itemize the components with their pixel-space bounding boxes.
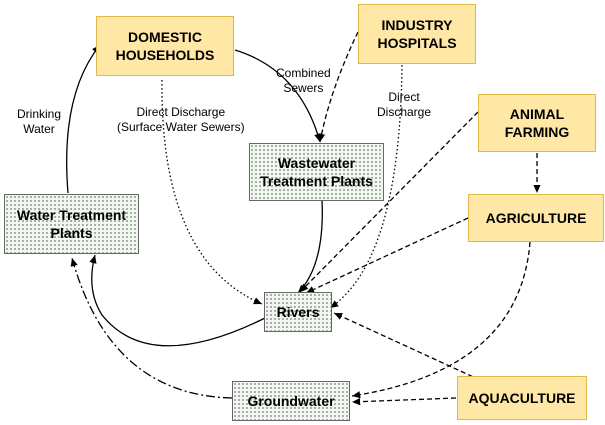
node-groundwater: Groundwater [232,381,350,421]
edge-domestic-to-wwtp [234,49,322,143]
node-water-treatment-plants: Water Treatment Plants [4,194,139,254]
node-animal-farming: ANIMAL FARMING [478,94,596,152]
label-direct-discharge-surface-line1: Direct Discharge [136,105,226,119]
node-animal-line2: FARMING [504,124,570,140]
edge-rivers-to-watertreatment [89,254,266,347]
node-wastewater-treatment-plants: Wastewater Treatment Plants [249,143,384,201]
node-domestic-line1: DOMESTIC [128,29,202,45]
label-drinking-water-line2: Water [23,122,55,136]
edge-wwtp-to-rivers [297,199,323,294]
edge-domestic-to-rivers-dotted [161,79,263,305]
label-drinking-water-line1: Drinking [17,107,62,121]
label-direct-discharge: Direct Discharge [377,90,431,120]
node-agriculture: AGRICULTURE [468,194,604,242]
label-combined-sewers: Combined Sewers [276,66,331,96]
node-wwtp-line2: Treatment Plants [260,173,373,189]
node-animal-line1: ANIMAL [509,106,565,122]
node-industry-line1: INDUSTRY [381,17,453,33]
node-watertreatment-line1: Water Treatment [16,207,127,223]
node-industry-hospitals: INDUSTRY HOSPITALS [358,4,476,64]
label-direct-discharge-surface-line2: (Surface Water Sewers) [117,120,245,134]
edge-aquaculture-to-groundwater [351,397,457,406]
node-watertreatment-line2: Plants [50,225,93,241]
node-aquaculture: AQUACULTURE [457,376,587,420]
label-drinking-water: Drinking Water [17,107,61,137]
edge-animalfarming-to-rivers [299,111,479,293]
edge-watertreatment-to-domestic [66,44,101,194]
node-groundwater-label: Groundwater [247,393,335,409]
label-direct-discharge-surface: Direct Discharge (Surface Water Sewers) [117,105,245,135]
node-wwtp-line1: Wastewater [277,155,356,171]
label-combined-sewers-line2: Sewers [283,81,324,95]
node-agriculture-label: AGRICULTURE [485,210,587,226]
label-direct-discharge-line1: Direct [388,90,420,104]
label-combined-sewers-line1: Combined [276,66,331,80]
node-domestic-line2: HOUSEHOLDS [115,47,215,63]
edge-agriculture-to-rivers [305,217,469,294]
node-rivers: Rivers [264,292,332,332]
label-direct-discharge-line2: Discharge [377,105,432,119]
node-aquaculture-label: AQUACULTURE [468,390,576,406]
edge-agriculture-to-groundwater [351,241,531,399]
edge-aquaculture-to-rivers [333,312,481,381]
node-domestic-households: DOMESTIC HOUSEHOLDS [96,16,234,76]
node-rivers-label: Rivers [276,304,320,320]
edge-groundwater-to-watertreatment [70,257,233,399]
node-industry-line2: HOSPITALS [377,35,457,51]
edge-industry-to-wwtp [317,31,359,143]
